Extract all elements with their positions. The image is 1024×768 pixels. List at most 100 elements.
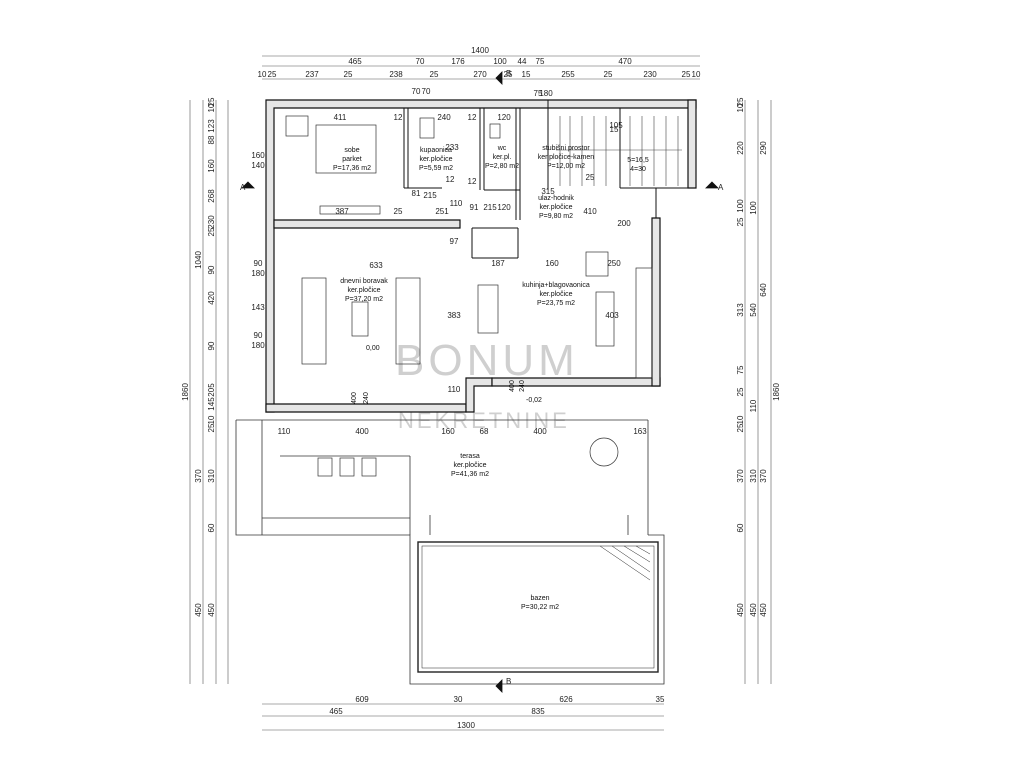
dim-interior: 120 <box>497 203 511 212</box>
watermark: BONUM NEKRETNINE <box>395 336 575 433</box>
dim-top-row1: 470 <box>618 57 632 66</box>
dim-right-inner: 450 <box>749 603 758 617</box>
dim-right-inner: 75 <box>736 365 745 374</box>
dim-right-mid: 450 <box>759 603 768 617</box>
kitchen-counter <box>635 267 653 379</box>
terrace-outline <box>235 419 665 685</box>
dim-right-inner: 313 <box>736 303 745 317</box>
room-bazen-label: bazen <box>530 595 549 602</box>
room-dnevni-label: ker.pločice <box>347 287 380 294</box>
kitchen-island <box>595 291 615 347</box>
dim-left-inner: 205 <box>207 383 216 397</box>
dim-right-inner: 450 <box>736 603 745 617</box>
dim-right-inner: 370 <box>736 469 745 483</box>
dim-bottom-row2: 30 <box>454 695 463 704</box>
room-ulaz-label: P=9,80 m2 <box>539 213 573 220</box>
dim-right-inner: 10 <box>736 415 745 424</box>
stair-label: 4=30 <box>630 166 646 173</box>
dim-bottom-row1: 465 <box>329 707 343 716</box>
section-a-left: A <box>240 183 246 192</box>
dim-top-row2: 270 <box>473 70 487 79</box>
dim-top-row1: 176 <box>451 57 465 66</box>
dim-bottom-row1: 835 <box>531 707 545 716</box>
desk <box>319 205 381 215</box>
dim-top-total: 1400 <box>471 46 489 55</box>
dim-right-inner: 60 <box>736 523 745 532</box>
dim-interior: 400 <box>355 427 369 436</box>
dim-interior: 110 <box>448 385 461 394</box>
dim-right-inner: 25 <box>736 97 745 106</box>
door-dim: 240 <box>363 392 370 404</box>
room-kupaonica-label: P=5,59 m2 <box>419 165 453 172</box>
room-dnevni-label: P=37,20 m2 <box>345 296 383 303</box>
dim-left-inner: 60 <box>207 523 216 532</box>
bed <box>315 124 377 174</box>
armchair <box>285 115 309 137</box>
dim-top-row2: 255 <box>561 70 575 79</box>
dim-interior: 12 <box>446 175 455 184</box>
dim-left-inner2: 143 <box>251 303 265 312</box>
lounger-3 <box>361 457 377 477</box>
door-dim: 400 <box>509 380 516 392</box>
level-terrace: -0,02 <box>526 397 542 404</box>
room-stubisni-label: stubišni prostor <box>542 145 590 152</box>
fridge <box>585 251 609 277</box>
dim-interior: 120 <box>497 113 511 122</box>
dim-left-total: 1860 <box>181 383 190 401</box>
dim-right-inner: 310 <box>749 469 758 483</box>
dim-interior: 187 <box>491 259 505 268</box>
dim-top-row2: 25 <box>344 70 353 79</box>
dim-interior: 70 <box>412 87 421 96</box>
dim-top-row1: 44 <box>518 57 527 66</box>
room-terasa-label: P=41,36 m2 <box>451 471 489 478</box>
dim-left-mid: 450 <box>194 603 203 617</box>
dim-interior: 91 <box>470 203 479 212</box>
room-sobe-label: parket <box>342 156 362 163</box>
dim-right-inner: 100 <box>736 199 745 213</box>
dim-top-row2: 25 <box>604 70 613 79</box>
section-markers <box>241 71 719 693</box>
dim-right-inner: 25 <box>736 217 745 226</box>
dim-top-row2: 25 <box>430 70 439 79</box>
dim-interior: 110 <box>278 427 291 436</box>
dim-left-inner: 25 <box>207 423 216 432</box>
dim-interior: 12 <box>394 113 403 122</box>
dim-left-inner: 310 <box>207 469 216 483</box>
dim-left-inner2: 160 <box>251 151 265 160</box>
room-kuhinja-label: kuhinja+blagovaonica <box>522 282 590 289</box>
dim-right-inner: 100 <box>749 201 758 215</box>
dim-top-row1: 465 <box>348 57 362 66</box>
dim-interior: 200 <box>617 219 631 228</box>
bathtub <box>419 117 435 139</box>
dim-interior: 160 <box>545 259 559 268</box>
dim-right-inner: 10 <box>736 103 745 112</box>
dim-top-row2: 15 <box>522 70 531 79</box>
room-wc-label: ker.pl. <box>493 154 512 161</box>
dim-left-inner: 145 <box>207 397 216 411</box>
dim-top-row2: 10 <box>258 70 267 79</box>
dim-interior: 215 <box>423 191 437 200</box>
dining-table <box>477 284 499 334</box>
toilet <box>489 123 501 139</box>
furniture <box>285 115 653 477</box>
dim-right-inner: 25 <box>736 387 745 396</box>
dim-left-inner: 88 <box>207 135 216 144</box>
dim-left-inner: 160 <box>207 159 216 173</box>
dim-left-inner: 90 <box>207 265 216 274</box>
sofa-right <box>395 277 421 365</box>
dim-interior: 233 <box>445 143 459 152</box>
dim-right-inner: 25 <box>736 423 745 432</box>
dim-interior: 12 <box>468 113 477 122</box>
dim-left-inner: 25 <box>207 97 216 106</box>
dim-left-inner: 10 <box>207 103 216 112</box>
room-stubisni-label: ker.pločice-kamen <box>538 154 595 161</box>
dim-interior: 633 <box>369 261 383 270</box>
dim-left-inner: 10 <box>207 415 216 424</box>
dim-interior: 180 <box>539 89 553 98</box>
lounger-2 <box>339 457 355 477</box>
dim-left-inner: 450 <box>207 603 216 617</box>
walls <box>265 99 697 413</box>
level-ground: 0,00 <box>366 345 380 352</box>
dim-left-inner2: 90 <box>254 259 263 268</box>
